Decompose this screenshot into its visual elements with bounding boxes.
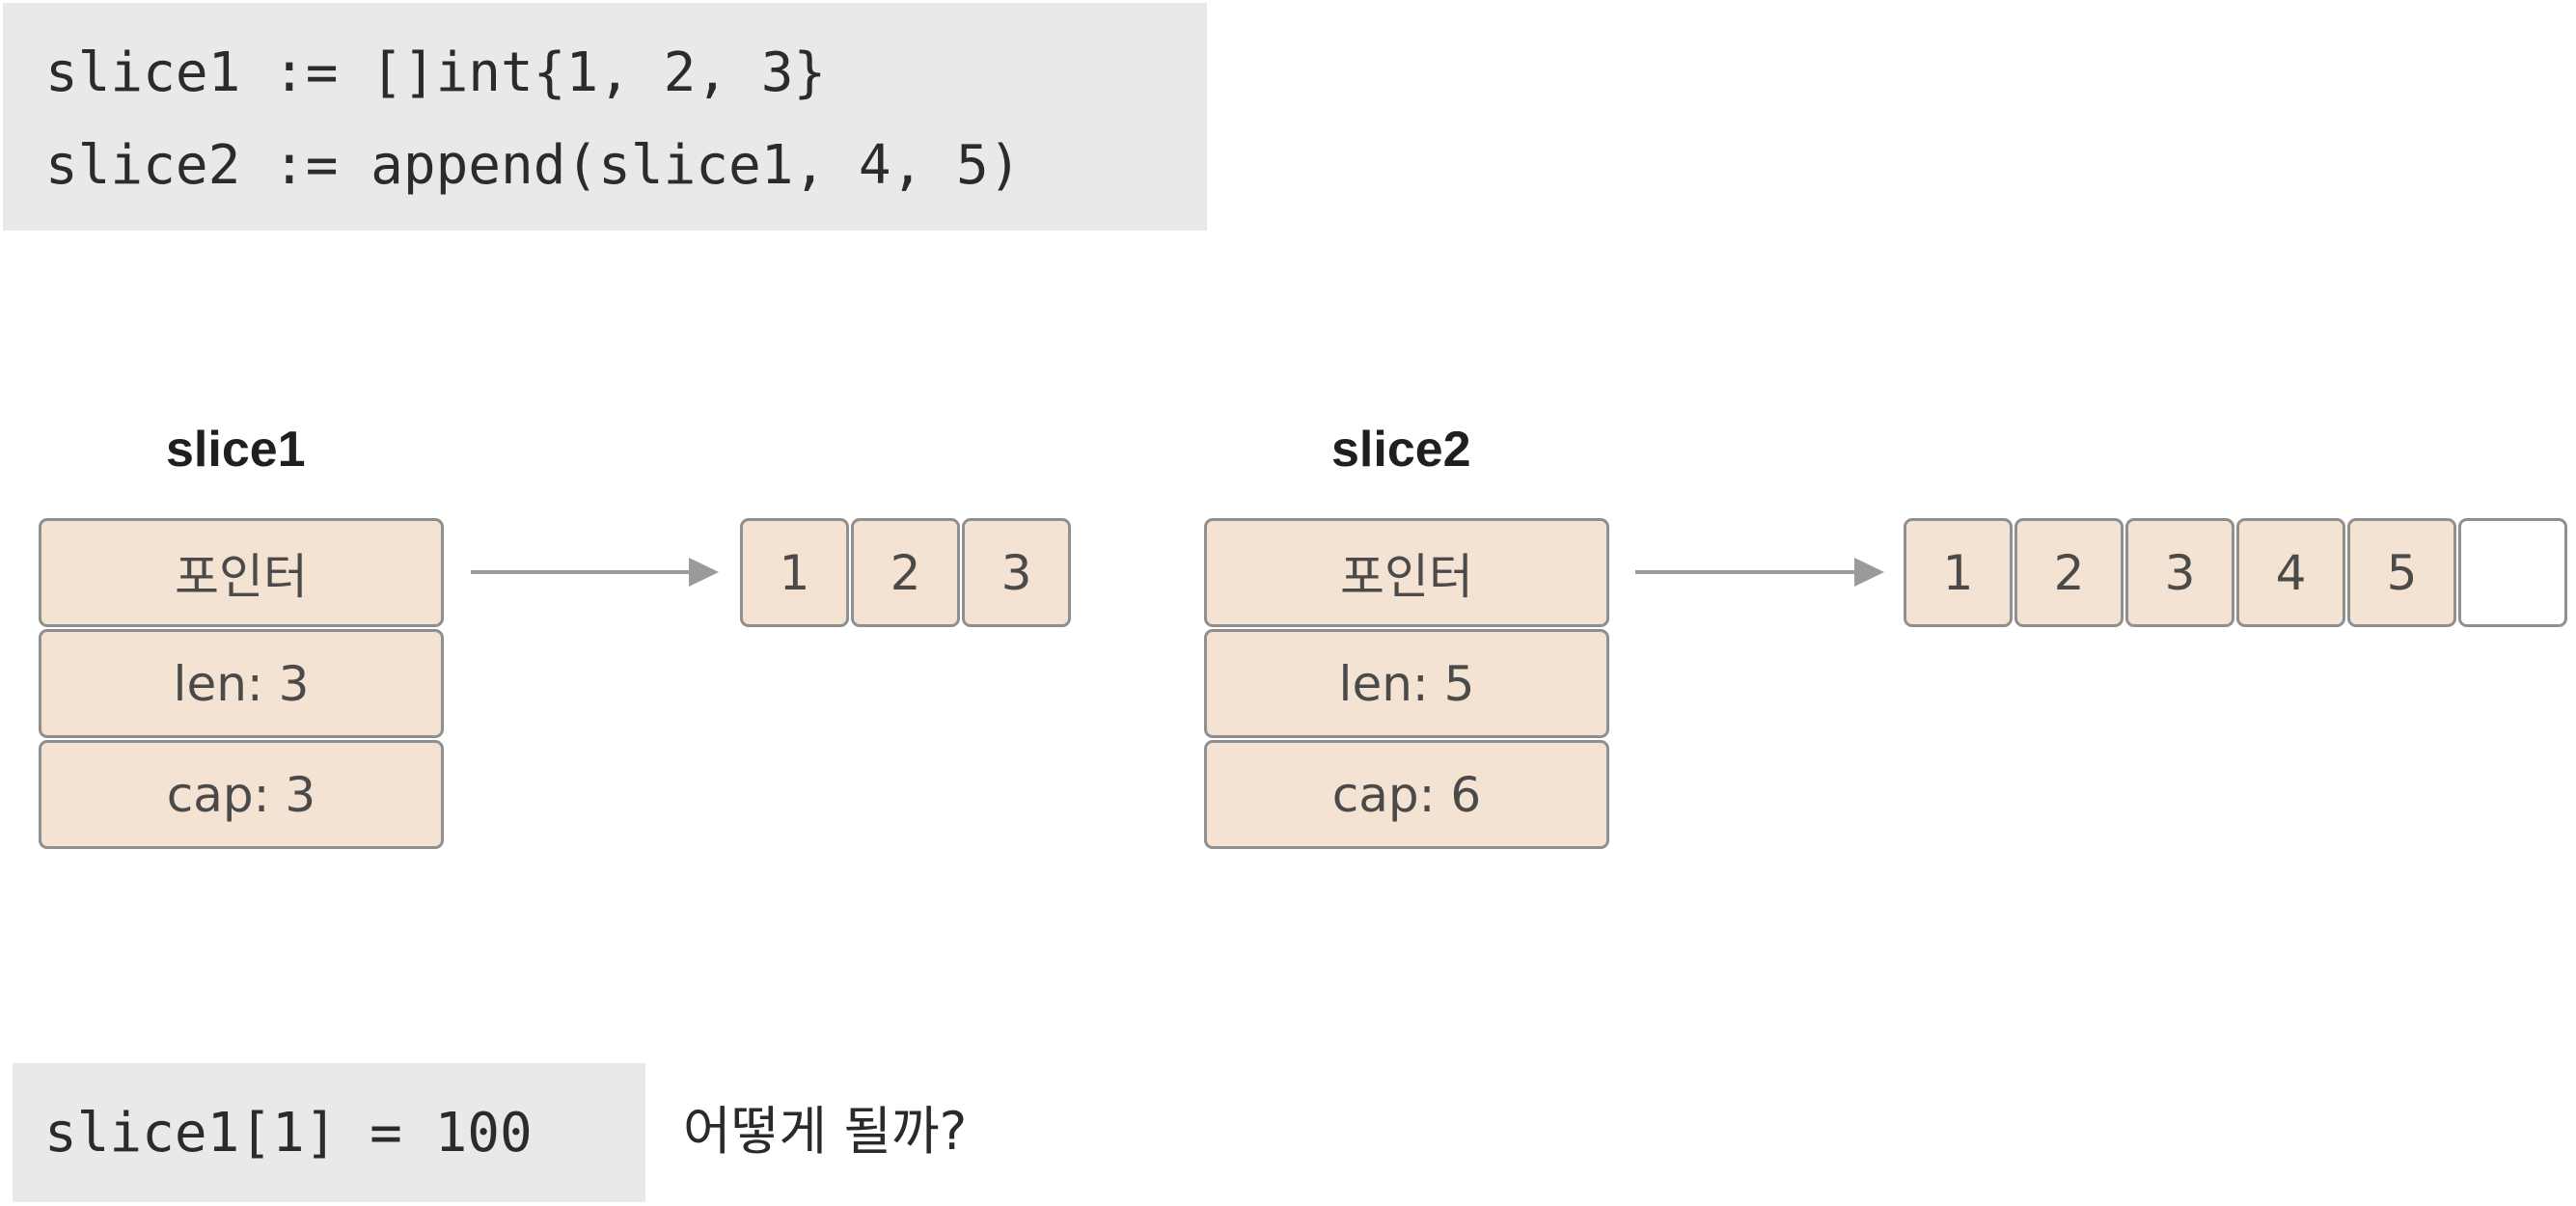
slice2-pointer-arrow: [1635, 558, 1884, 587]
question-text: 어떻게 될까?: [683, 1101, 968, 1162]
slice1-len-field: len: 3: [39, 629, 444, 738]
slice2-backing-array: 1 2 3 4 5: [1904, 518, 2569, 627]
slice2-len-field: len: 5: [1204, 629, 1609, 738]
array-cell: 1: [1904, 518, 2013, 627]
code-snippet-bottom: slice1[1] = 100: [13, 1063, 645, 1202]
slice1-cap-field: cap: 3: [39, 740, 444, 849]
array-cell: 5: [2347, 518, 2456, 627]
array-cell: 4: [2236, 518, 2345, 627]
array-cell: 3: [2125, 518, 2234, 627]
code-line-2: slice2 := append(slice1, 4, 5): [45, 134, 1022, 197]
array-cell: 2: [2014, 518, 2124, 627]
slice1-label: slice1: [166, 422, 306, 478]
slice1-backing-array: 1 2 3: [740, 518, 1073, 627]
array-cell-empty: [2458, 518, 2567, 627]
slice1-pointer-field: 포인터: [39, 518, 444, 627]
array-cell: 1: [740, 518, 849, 627]
code-line-1: slice1 := []int{1, 2, 3}: [45, 41, 827, 104]
slice2-label: slice2: [1331, 422, 1471, 478]
slice1-pointer-arrow: [471, 558, 719, 587]
code-line-assignment: slice1[1] = 100: [44, 1102, 533, 1165]
array-cell: 2: [851, 518, 960, 627]
code-snippet-top: slice1 := []int{1, 2, 3} slice2 := appen…: [3, 3, 1207, 231]
slice2-pointer-field: 포인터: [1204, 518, 1609, 627]
array-cell: 3: [962, 518, 1071, 627]
slice2-cap-field: cap: 6: [1204, 740, 1609, 849]
